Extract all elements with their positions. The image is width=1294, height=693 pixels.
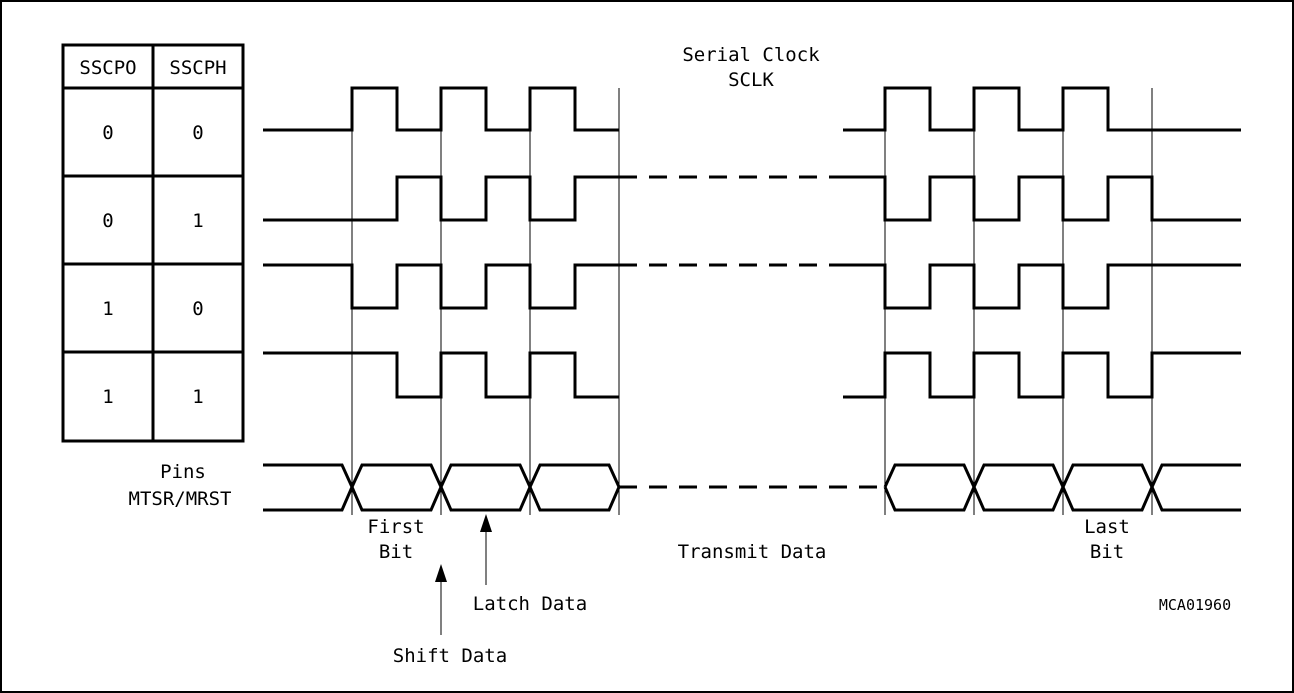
last-bit-label-line2: Bit xyxy=(1090,541,1124,563)
first-bit-label: First xyxy=(367,516,424,538)
table-cell: 1 xyxy=(102,386,113,408)
shift-data-arrow xyxy=(435,564,447,635)
data-bus-wave xyxy=(263,463,1241,512)
sclk-wave-mode-00 xyxy=(263,86,1241,132)
sclk-wave-mode-01 xyxy=(263,175,1241,222)
serial-clock-label: Serial Clock xyxy=(682,44,820,66)
table-cell: 0 xyxy=(102,210,113,232)
sclk-wave-mode-11 xyxy=(263,351,1241,399)
transmit-data-label: Transmit Data xyxy=(678,541,827,563)
table-cell: 0 xyxy=(192,298,203,320)
pins-label: Pins xyxy=(160,461,206,483)
latch-data-label: Latch Data xyxy=(473,593,587,615)
mtsr-mrst-label: MTSR/MRST xyxy=(129,488,232,510)
table-cell: 1 xyxy=(192,386,203,408)
shift-data-label: Shift Data xyxy=(393,645,507,667)
table-header-sscph: SSCPH xyxy=(169,57,226,79)
timing-reference-lines xyxy=(351,88,1153,515)
last-bit-label: Last xyxy=(1084,516,1130,538)
figure-id-label: MCA01960 xyxy=(1159,596,1231,614)
sclk-wave-mode-10 xyxy=(263,263,1241,310)
sclk-label: SCLK xyxy=(728,69,774,91)
table-cell: 1 xyxy=(102,298,113,320)
table-cell: 1 xyxy=(192,210,203,232)
table-cell: 0 xyxy=(192,122,203,144)
latch-data-arrow xyxy=(480,514,492,585)
mode-table: SSCPO SSCPH 0 0 0 1 1 0 1 1 xyxy=(61,43,245,443)
table-cell: 0 xyxy=(102,122,113,144)
first-bit-label-line2: Bit xyxy=(379,541,413,563)
table-header-sscpo: SSCPO xyxy=(79,57,136,79)
